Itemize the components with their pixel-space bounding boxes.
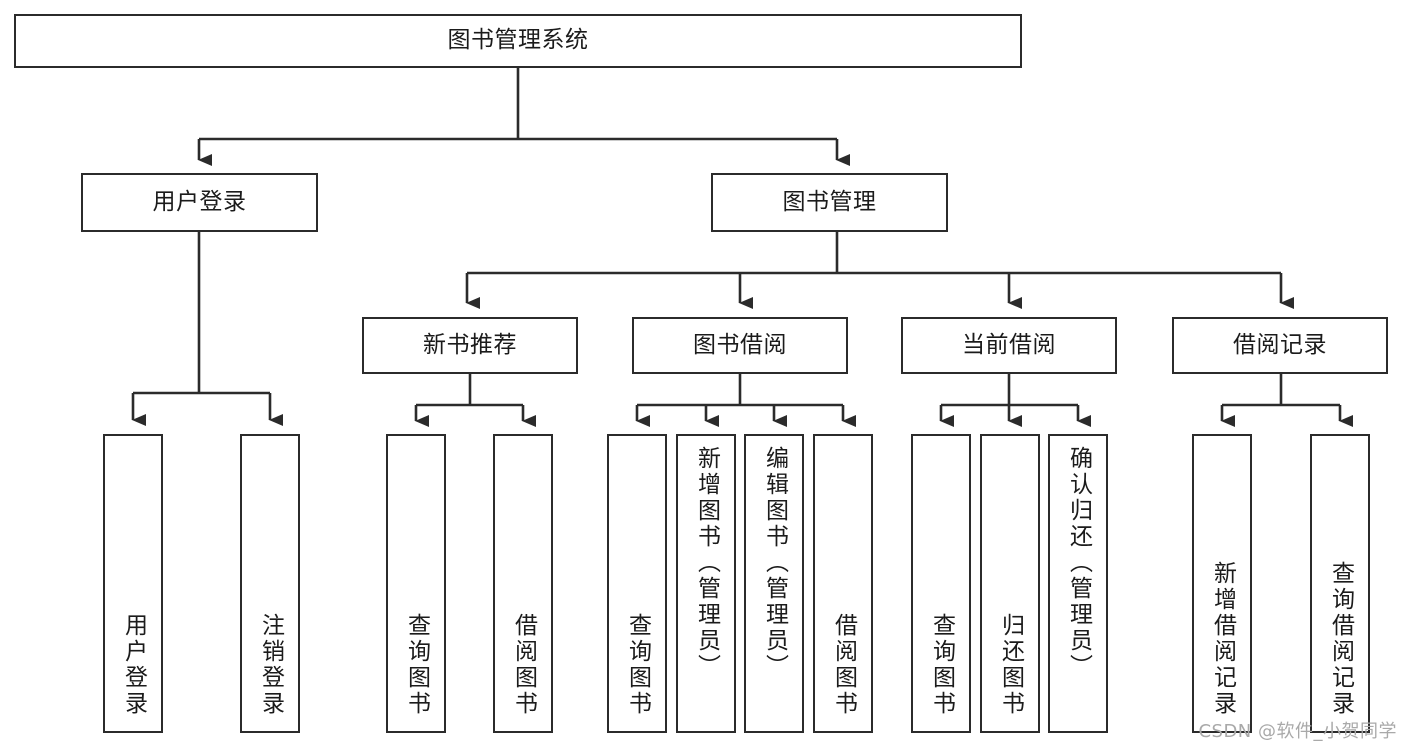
node-book-borrowing[interactable]: 图书借阅 xyxy=(632,317,848,374)
node-label: 借阅记录 xyxy=(1233,331,1327,358)
leaf-user-login[interactable]: 用户登录 xyxy=(103,434,163,733)
leaf-query-book-current[interactable]: 查询图书 xyxy=(911,434,971,733)
node-root-book-management-system[interactable]: 图书管理系统 xyxy=(14,14,1022,68)
node-label: 用户登录 xyxy=(120,613,147,717)
node-borrowing-record[interactable]: 借阅记录 xyxy=(1172,317,1388,374)
node-label: 图书借阅 xyxy=(693,331,787,358)
leaf-add-borrow-record[interactable]: 新增借阅记录 xyxy=(1192,434,1252,733)
node-book-management[interactable]: 图书管理 xyxy=(711,173,948,232)
leaf-logout[interactable]: 注销登录 xyxy=(240,434,300,733)
leaf-add-book-admin[interactable]: 新增图书（管理员） xyxy=(676,434,736,733)
node-label: 查询借阅记录 xyxy=(1327,561,1354,717)
node-label: 确认归还（管理员） xyxy=(1065,446,1092,680)
leaf-borrow-book-newbook[interactable]: 借阅图书 xyxy=(493,434,553,733)
node-label: 图书管理系统 xyxy=(447,27,589,54)
watermark-text: CSDN @软件_小贺同学 xyxy=(1198,721,1397,742)
leaf-query-book-borrow[interactable]: 查询图书 xyxy=(607,434,667,733)
node-label: 当前借阅 xyxy=(962,331,1056,358)
node-label: 借阅图书 xyxy=(830,613,857,717)
node-label: 用户登录 xyxy=(152,188,247,215)
node-label: 查询图书 xyxy=(928,613,955,717)
node-label: 新增借阅记录 xyxy=(1209,561,1236,717)
leaf-confirm-return-admin[interactable]: 确认归还（管理员） xyxy=(1048,434,1108,733)
node-new-book-recommendation[interactable]: 新书推荐 xyxy=(362,317,578,374)
node-label: 借阅图书 xyxy=(510,613,537,717)
node-label: 归还图书 xyxy=(997,613,1024,717)
node-label: 新增图书（管理员） xyxy=(693,446,720,680)
node-label: 查询图书 xyxy=(624,613,651,717)
node-label: 查询图书 xyxy=(403,613,430,717)
node-label: 图书管理 xyxy=(782,188,877,215)
leaf-borrow-book[interactable]: 借阅图书 xyxy=(813,434,873,733)
node-label: 新书推荐 xyxy=(423,331,517,358)
node-current-borrowing[interactable]: 当前借阅 xyxy=(901,317,1117,374)
node-user-login[interactable]: 用户登录 xyxy=(81,173,318,232)
node-label: 注销登录 xyxy=(257,613,284,717)
node-label: 编辑图书（管理员） xyxy=(761,446,788,680)
leaf-query-book-newbook[interactable]: 查询图书 xyxy=(386,434,446,733)
leaf-edit-book-admin[interactable]: 编辑图书（管理员） xyxy=(744,434,804,733)
leaf-query-borrow-record[interactable]: 查询借阅记录 xyxy=(1310,434,1370,733)
leaf-return-book[interactable]: 归还图书 xyxy=(980,434,1040,733)
